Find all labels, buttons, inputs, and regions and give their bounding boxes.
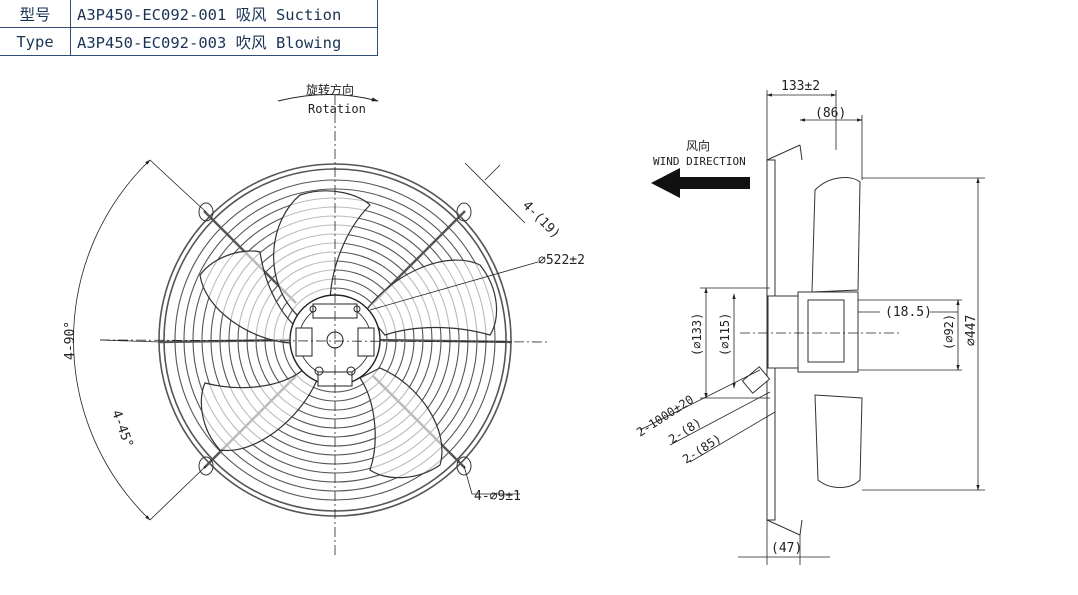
model-type-table: 型号 A3P450-EC092-001 吸风 Suction Type A3P4… <box>0 0 378 56</box>
dim-d133: (⌀133) <box>690 313 704 356</box>
dim-depth: 133±2 <box>781 79 820 94</box>
side-motor <box>767 291 859 373</box>
mount-tabs <box>198 202 472 476</box>
cable-gland <box>741 366 771 394</box>
wind-en-label: WIND DIRECTION <box>653 155 746 168</box>
dim-depth-ref: (86) <box>815 106 846 121</box>
side-blades <box>811 177 863 488</box>
dim-guard-diameter: ⌀522±2 <box>538 253 585 268</box>
wind-direction-arrow <box>651 168 750 198</box>
model-value-blowing: A3P450-EC092-003 吹风 Blowing <box>70 27 378 56</box>
dim-holes: 4-⌀9±1 <box>474 489 521 504</box>
rotation-cn-label: 旋转方向 <box>306 82 354 97</box>
motor-hub <box>289 294 381 387</box>
wind-cn-label: 风向 <box>686 138 710 153</box>
front-dimensions <box>73 95 551 555</box>
model-label-cn: 型号 <box>0 0 71 28</box>
dim-d115: (⌀115) <box>718 313 732 356</box>
model-value-suction: A3P450-EC092-001 吸风 Suction <box>70 0 378 28</box>
dim-bottom: (47) <box>771 541 802 556</box>
dim-d447: ⌀447 <box>964 315 979 346</box>
side-dimensions <box>639 90 985 565</box>
model-row-blowing: Type A3P450-EC092-003 吹风 Blowing <box>0 27 378 56</box>
dim-d92: (⌀92) <box>942 314 956 350</box>
rotation-en-label: Rotation <box>308 102 366 116</box>
dim-hole-spacing: 4-(19) <box>519 198 563 242</box>
rotation-arrow <box>277 94 379 102</box>
model-row-suction: 型号 A3P450-EC092-001 吸风 Suction <box>0 0 378 28</box>
fan-blades <box>199 190 498 479</box>
dim-angle-45: 4-45° <box>108 408 135 450</box>
front-view <box>73 94 551 555</box>
model-label-en: Type <box>0 27 71 56</box>
dim-angle-90: 4-90° <box>63 321 78 360</box>
side-view <box>639 90 985 565</box>
dim-hub-offset: (18.5) <box>885 305 932 320</box>
